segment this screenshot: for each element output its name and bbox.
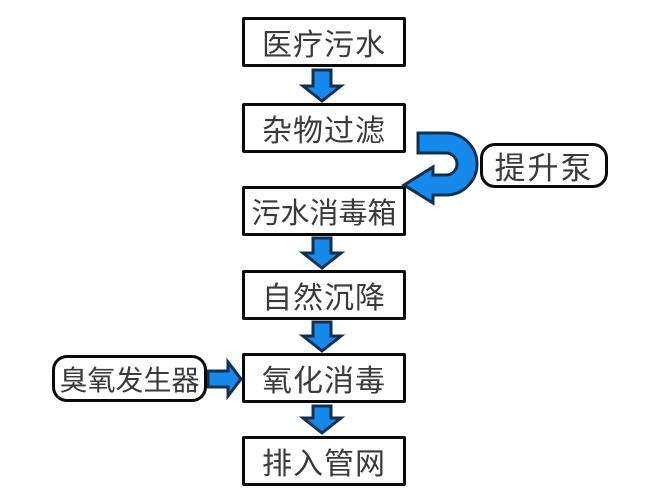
- node-sewage-disinfection-tank: 污水消毒箱: [242, 186, 406, 236]
- u-turn-arrow-lift-pump: [401, 131, 479, 206]
- label-lift-pump: 提升泵: [480, 143, 608, 188]
- right-arrow-ozone: [206, 357, 243, 401]
- down-arrow-2: [298, 236, 346, 270]
- node-oxidation-disinfection: 氧化消毒: [242, 353, 406, 403]
- down-arrow-4: [298, 404, 346, 435]
- down-arrow-1: [298, 68, 346, 103]
- node-discharge-to-pipe-network: 排入管网: [242, 436, 406, 486]
- down-arrow-3: [298, 320, 346, 353]
- label-ozone-generator: 臭氧发生器: [52, 355, 207, 402]
- node-debris-filtration: 杂物过滤: [242, 103, 406, 153]
- node-natural-settling: 自然沉降: [242, 270, 406, 320]
- node-medical-sewage: 医疗污水: [242, 17, 406, 67]
